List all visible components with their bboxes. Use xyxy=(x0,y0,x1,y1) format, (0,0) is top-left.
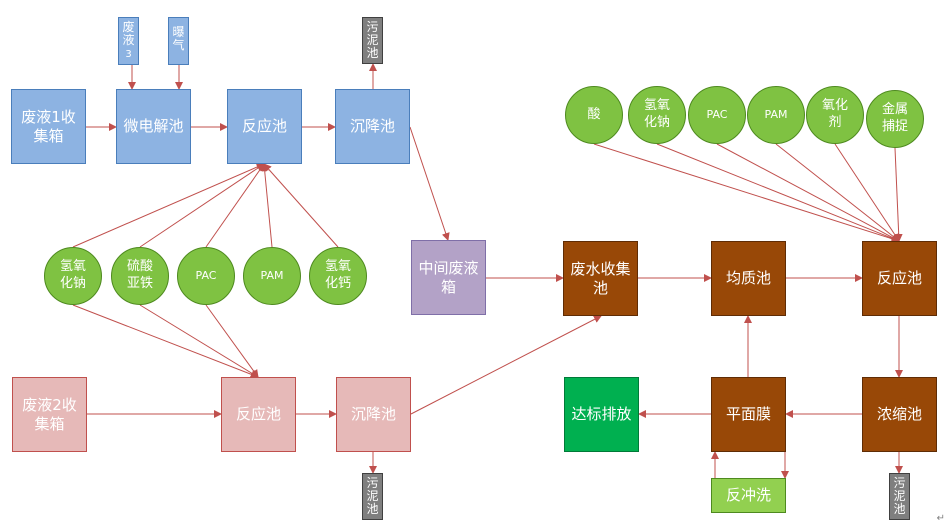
wastewater-collection-tank-label: 废水收集池 xyxy=(570,259,631,297)
reagent-pam-right-label: PAM xyxy=(764,107,788,121)
upper-sludge-tank: 污泥池 xyxy=(362,17,383,64)
waste1-collection-tank: 废液1收集箱 xyxy=(11,89,86,164)
dose-ferrous-up-arrow xyxy=(139,163,265,248)
waste3-input-label: 废液 xyxy=(122,20,135,47)
dose-acid-arrow xyxy=(593,143,900,243)
wastewater-collection-tank: 废水收集池 xyxy=(563,241,638,316)
concentration-tank-label: 浓缩池 xyxy=(876,405,922,424)
equalization-tank: 均质池 xyxy=(711,241,786,316)
dose-naoh-down-arrow xyxy=(72,304,259,379)
reagent-oxidant-label: 氧化剂 xyxy=(821,98,848,130)
reagent-naoh-right: 氢氧化钠 xyxy=(628,86,686,144)
backwash-unit: 反冲洗 xyxy=(711,478,786,513)
lower-settling-to-collection-arrow xyxy=(410,315,602,415)
upper-sludge-tank-label: 污泥池 xyxy=(366,20,379,60)
lower-sludge-tank: 污泥池 xyxy=(362,473,383,520)
aeration-input-label: 曝气 xyxy=(172,25,185,52)
dose-metal-capture-arrow xyxy=(894,147,903,242)
reagent-acid: 酸 xyxy=(565,86,623,144)
dose-pac-down-arrow xyxy=(205,304,259,378)
reagent-pam-left-label: PAM xyxy=(260,268,284,282)
reagent-pam-right: PAM xyxy=(747,86,805,144)
dose-pac-up-arrow xyxy=(205,163,265,248)
intermediate-waste-tank-label: 中间废液箱 xyxy=(418,258,479,296)
upper-reaction-tank-label: 反应池 xyxy=(241,117,287,136)
paragraph-mark: ↵ xyxy=(936,513,945,524)
dose-pam-right-arrow xyxy=(775,143,900,242)
backwash-unit-label: 反冲洗 xyxy=(725,486,771,505)
reagent-oxidant: 氧化剂 xyxy=(806,86,864,144)
reagent-acid-label: 酸 xyxy=(587,106,601,122)
compliant-discharge: 达标排放 xyxy=(564,377,639,452)
right-reaction-tank: 反应池 xyxy=(862,241,937,316)
lower-reaction-tank: 反应池 xyxy=(221,377,296,452)
dose-pac-right-arrow xyxy=(716,143,900,242)
waste3-input-number: 3 xyxy=(125,49,132,60)
upper-settling-to-intermediate-arrow xyxy=(409,126,450,241)
lower-settling-tank-label: 沉降池 xyxy=(350,405,396,424)
reagent-pac-right: PAC xyxy=(688,86,746,144)
waste3-input: 废液 3 xyxy=(118,17,139,65)
right-sludge-tank-label: 污泥池 xyxy=(893,476,906,516)
flat-membrane-tank: 平面膜 xyxy=(711,377,786,452)
reagent-naoh-left-label: 氢氧化钠 xyxy=(59,259,86,291)
dose-pam-up-arrow xyxy=(260,163,273,248)
dose-naoh-up-arrow xyxy=(72,163,265,248)
dose-oxidant-arrow xyxy=(834,143,900,242)
upper-settling-tank: 沉降池 xyxy=(335,89,410,164)
reagent-pam-left: PAM xyxy=(243,247,301,305)
upper-reaction-tank: 反应池 xyxy=(227,89,302,164)
equalization-tank-label: 均质池 xyxy=(725,269,771,288)
dose-lime-up-arrow xyxy=(263,163,339,248)
lower-sludge-tank-label: 污泥池 xyxy=(366,476,379,516)
flat-membrane-tank-label: 平面膜 xyxy=(725,405,771,424)
waste1-collection-tank-label: 废液1收集箱 xyxy=(21,107,76,145)
upper-settling-tank-label: 沉降池 xyxy=(349,117,395,136)
waste2-collection-tank-label: 废液2收集箱 xyxy=(22,395,77,433)
dose-ferrous-down-arrow xyxy=(139,304,259,378)
concentration-tank: 浓缩池 xyxy=(862,377,937,452)
micro-electrolysis-tank-label: 微电解池 xyxy=(123,117,184,136)
reagent-lime-label: 氢氧化钙 xyxy=(324,259,351,291)
reagent-pac-right-label: PAC xyxy=(706,107,728,121)
right-reaction-tank-label: 反应池 xyxy=(876,269,922,288)
aeration-input: 曝气 xyxy=(168,17,189,65)
reagent-lime: 氢氧化钙 xyxy=(309,247,367,305)
reagent-pac-left-label: PAC xyxy=(195,268,217,282)
right-sludge-tank: 污泥池 xyxy=(889,473,910,520)
reagent-naoh-right-label: 氢氧化钠 xyxy=(643,98,670,130)
intermediate-waste-tank: 中间废液箱 xyxy=(411,240,486,315)
waste2-collection-tank: 废液2收集箱 xyxy=(12,377,87,452)
reagent-metal-capture: 金属捕捉 xyxy=(866,90,924,148)
reagent-ferrous-sulfate-label: 硫酸亚铁 xyxy=(126,259,153,291)
compliant-discharge-label: 达标排放 xyxy=(571,405,632,424)
reagent-ferrous-sulfate: 硫酸亚铁 xyxy=(111,247,169,305)
reagent-metal-capture-label: 金属捕捉 xyxy=(881,102,908,134)
reagent-pac-left: PAC xyxy=(177,247,235,305)
micro-electrolysis-tank: 微电解池 xyxy=(116,89,191,164)
lower-reaction-tank-label: 反应池 xyxy=(235,405,281,424)
lower-settling-tank: 沉降池 xyxy=(336,377,411,452)
dose-naoh-right-arrow xyxy=(656,143,900,243)
reagent-naoh-left: 氢氧化钠 xyxy=(44,247,102,305)
